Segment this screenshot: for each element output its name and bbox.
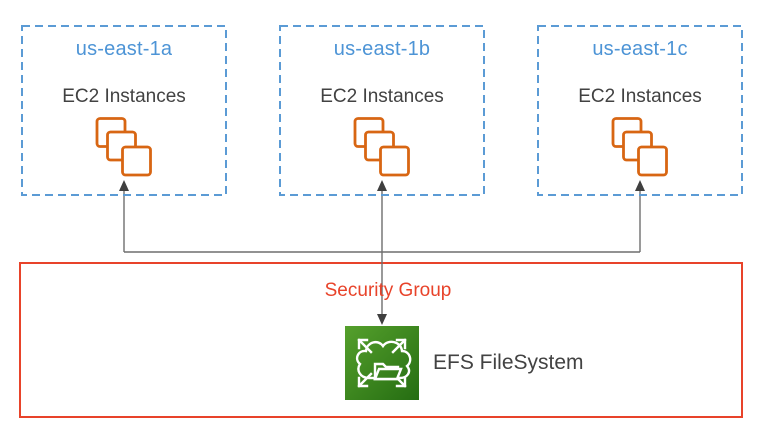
- ec2-instances-icon: [95, 117, 152, 177]
- az-title: us-east-1c: [592, 38, 688, 60]
- az-title: us-east-1a: [75, 38, 173, 60]
- expand-arrow-bottom-left: [357, 372, 373, 388]
- ec2-instances-icon: [611, 117, 668, 177]
- ec2-instances-label: EC2 Instances: [320, 86, 444, 107]
- arrowhead-up-left: [119, 180, 129, 191]
- security-group-label: Security Group: [324, 280, 452, 301]
- arrowhead-up-right: [635, 180, 645, 191]
- ec2-instances-icon: [353, 117, 410, 177]
- folder-front-flap: [373, 367, 403, 381]
- arrowhead-up-middle: [377, 180, 387, 191]
- dashed-border: [537, 25, 743, 196]
- efs-filesystem-icon: [345, 326, 419, 400]
- dashed-border: [279, 25, 485, 196]
- expand-arrow-top-left: [357, 338, 373, 354]
- dashed-border: [21, 25, 227, 196]
- az-box-us-east-1a: us-east-1a EC2 Instances: [21, 25, 227, 196]
- security-group-box: [19, 262, 743, 418]
- efs-filesystem-label: EFS FileSystem: [433, 351, 584, 374]
- az-box-us-east-1c: us-east-1c EC2 Instances: [537, 25, 743, 196]
- az-box-us-east-1b: us-east-1b EC2 Instances: [279, 25, 485, 196]
- arrowhead-down-efs: [377, 314, 387, 325]
- ec2-instances-label: EC2 Instances: [62, 86, 186, 107]
- cloud-outline: [355, 340, 412, 380]
- az-title: us-east-1b: [333, 38, 431, 60]
- ec2-instances-label: EC2 Instances: [578, 86, 702, 107]
